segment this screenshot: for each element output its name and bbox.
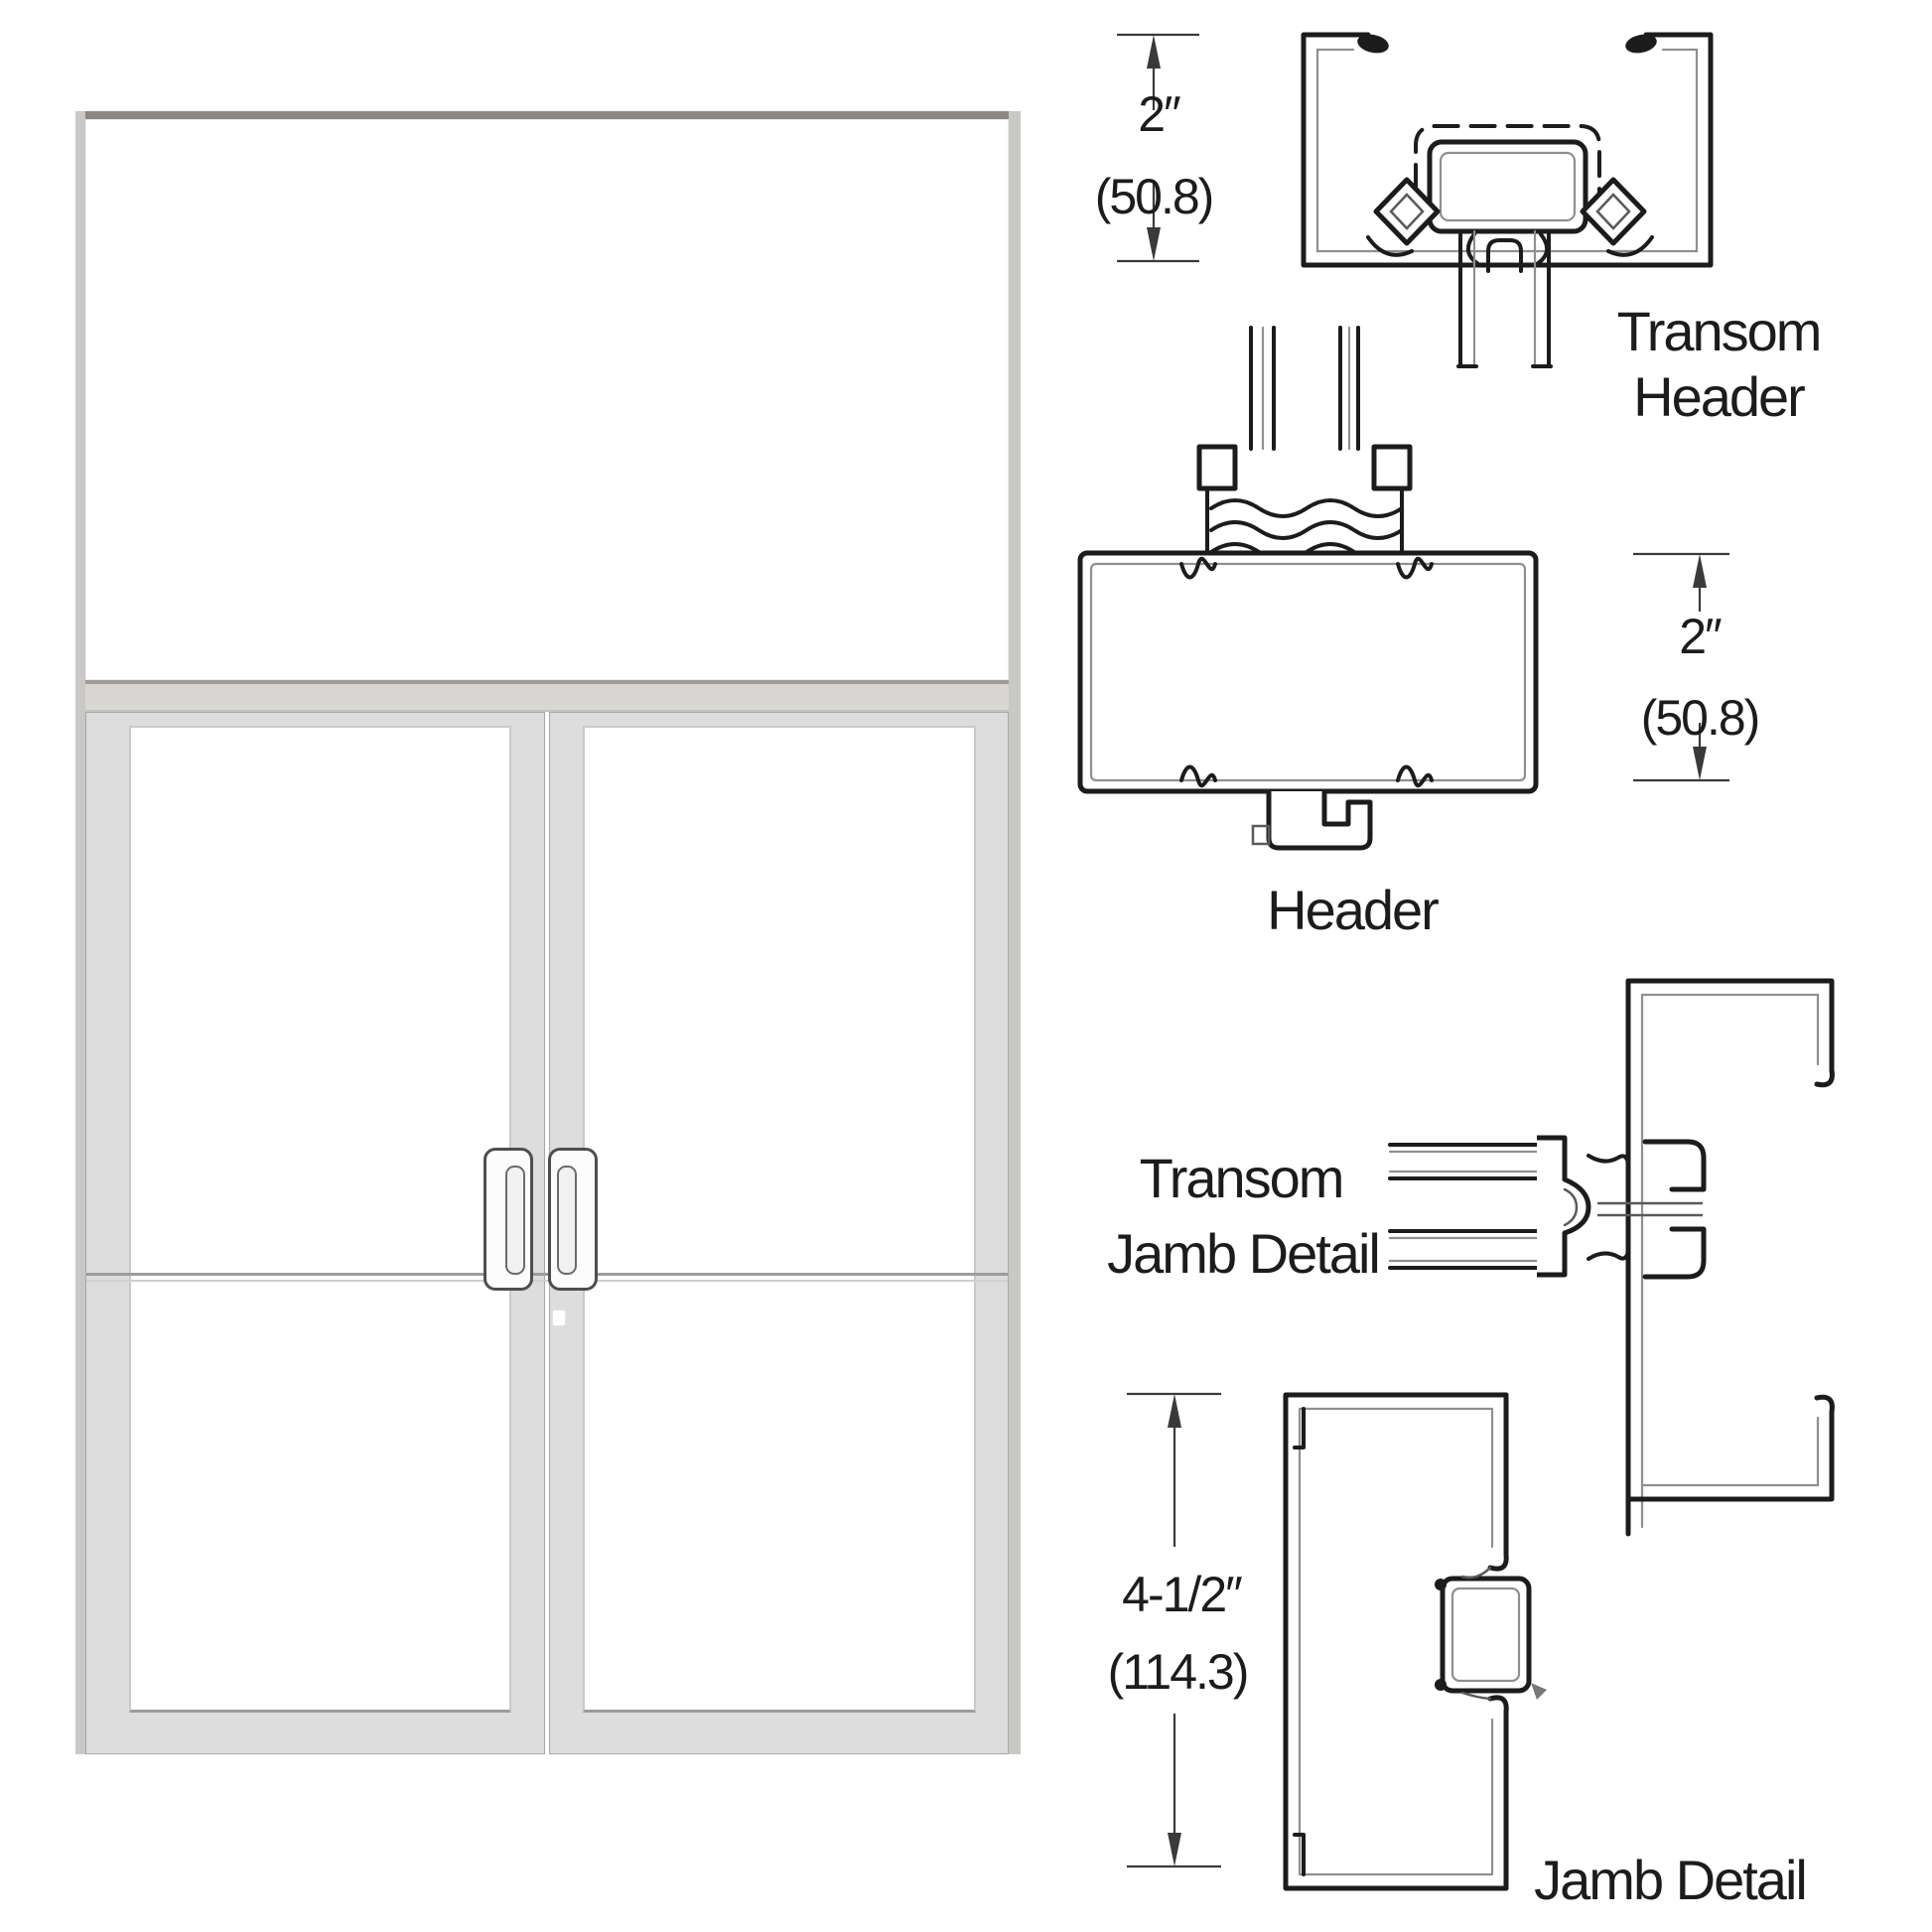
header-detail-drawing: 2″ (50.8) Header	[1077, 326, 1760, 941]
door-glass-left	[129, 726, 511, 1713]
header-glazing	[1196, 326, 1413, 562]
door-pull-grip-right	[557, 1166, 577, 1275]
dimension-inches: 4-1/2″	[1122, 1567, 1242, 1622]
jamb-profile	[1283, 1392, 1547, 1891]
dimension-inches: 2″	[1138, 86, 1180, 142]
transom-glass-panel	[85, 119, 1009, 680]
transom-header-label-line2: Header	[1633, 365, 1805, 428]
jamb-label: Jamb Detail	[1534, 1849, 1806, 1911]
jamb-clip-flag	[1531, 1683, 1547, 1700]
dimension-millimeters: (114.3)	[1108, 1644, 1248, 1700]
cylinder-dot	[553, 1311, 565, 1325]
header-dimension: 2″ (50.8)	[1633, 552, 1760, 782]
transom-header-detail-drawing: 2″ (50.8) Transom	[1095, 32, 1822, 428]
transom-jamb-label-line1: Transom	[1140, 1147, 1343, 1209]
header-tube-profile	[1077, 550, 1539, 851]
header-label: Header	[1267, 879, 1439, 941]
transom-jamb-profile	[1388, 978, 1835, 1537]
transom-bar	[85, 680, 1009, 712]
door-frame-head	[75, 111, 1021, 119]
mid-rail-line-upper	[86, 1273, 1008, 1276]
transom-header-label-line1: Transom	[1617, 300, 1821, 362]
transom-jamb-label-line2: Jamb Detail	[1107, 1222, 1379, 1285]
transom-header-profile	[1301, 32, 1714, 368]
mid-rail-line-lower	[86, 1280, 1008, 1282]
transom-header-dimension: 2″ (50.8)	[1095, 33, 1214, 263]
door-frame-right-jamb	[1009, 111, 1021, 1754]
dimension-millimeters: (50.8)	[1095, 169, 1213, 224]
jamb-dimension: 4-1/2″ (114.3)	[1108, 1392, 1249, 1868]
door-pull-grip-left	[505, 1166, 525, 1275]
dimension-millimeters: (50.8)	[1641, 690, 1759, 746]
jamb-detail-drawing: 4-1/2″ (114.3) Jamb Detail	[1108, 1392, 1808, 1911]
dimension-inches: 2″	[1679, 609, 1722, 664]
door-frame-left-jamb	[75, 111, 85, 1754]
door-glass-right	[583, 726, 976, 1713]
transom-jamb-detail-drawing: Transom Jamb Detail	[1107, 978, 1835, 1537]
